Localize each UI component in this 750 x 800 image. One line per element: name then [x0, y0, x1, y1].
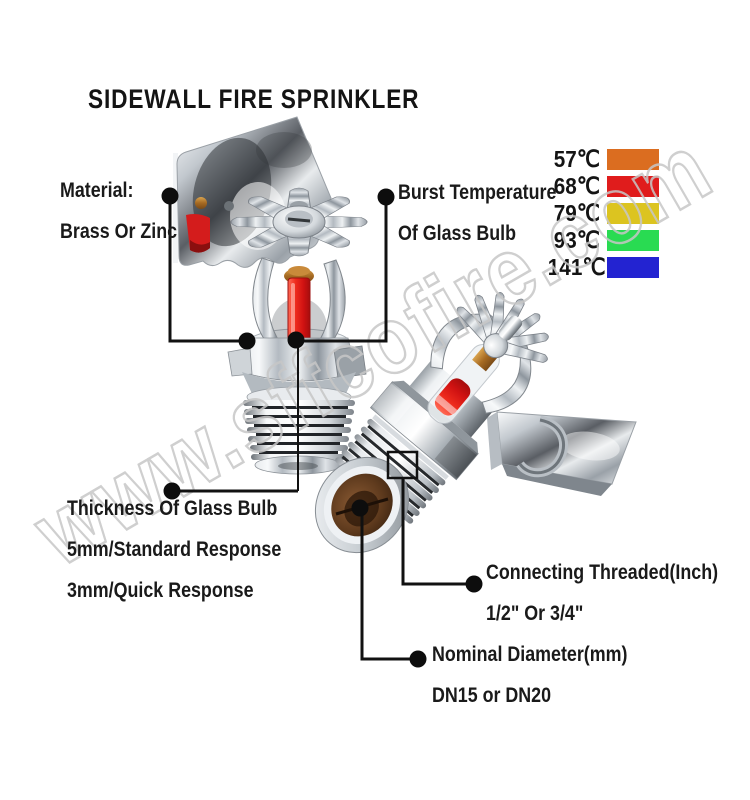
burst-note-line2: Of Glass Bulb — [398, 222, 517, 245]
star-deflector — [230, 187, 368, 257]
thickness-note-line2: 5mm/Standard Response — [67, 538, 282, 561]
bulb-temperature-legend: 57℃ 68℃ 79℃ 93℃ 141℃ — [542, 146, 659, 281]
deflector-screw-slot — [287, 217, 311, 223]
inlet-target-dot — [351, 499, 369, 517]
inlet-face — [314, 456, 410, 554]
burst-callout-line — [299, 197, 388, 343]
glass-bulb — [287, 277, 311, 365]
page-title: SIDEWALL FIRE SPRINKLER — [88, 84, 420, 114]
brass-gasket — [284, 268, 314, 284]
burst-note-line1: Burst Temperature — [398, 181, 557, 204]
angled-body — [335, 291, 549, 524]
connecting-note-line2: 1/2" Or 3/4" — [486, 602, 584, 625]
burst-temperature-note: Burst Temperature Of Glass Bulb — [398, 172, 556, 254]
connecting-dot — [465, 575, 483, 593]
bulb-target-dot — [287, 331, 305, 349]
connecting-callout-line — [401, 478, 474, 586]
angled-threads — [335, 414, 449, 524]
nominal-callout-line — [360, 508, 418, 661]
thickness-note-line1: Thickness Of Glass Bulb — [67, 497, 278, 520]
bulb-reflection — [186, 214, 210, 253]
sprinkler-body — [227, 337, 367, 408]
thread-marker-square — [386, 450, 419, 480]
material-note-line2: Brass Or Zinc — [60, 220, 178, 243]
deflector-boss — [498, 315, 523, 341]
legend-temp-label: 57℃ — [553, 146, 600, 172]
legend-temp-label: 93℃ — [553, 227, 600, 253]
plate-screw — [195, 197, 207, 209]
sprinkler-angled-illustration — [314, 291, 637, 554]
legend-row: 141℃ — [542, 254, 659, 281]
legend-color-swatch — [607, 176, 659, 197]
legend-row: 57℃ — [542, 146, 659, 173]
connecting-note-line1: Connecting Threaded(Inch) — [486, 561, 719, 584]
legend-color-swatch — [607, 149, 659, 170]
burst-dot — [377, 188, 395, 206]
deflector-plate — [173, 116, 332, 268]
sprinkler-upright-illustration — [173, 116, 368, 475]
wrench-boss — [333, 345, 367, 379]
thickness-note-line3: 3mm/Quick Response — [67, 579, 254, 602]
angled-frame-arms — [430, 313, 532, 414]
inlet-slot — [335, 497, 389, 516]
brass-set-screw — [472, 344, 499, 372]
threaded-connection — [243, 400, 355, 475]
legend-row: 93℃ — [542, 227, 659, 254]
material-callout-line — [168, 196, 247, 343]
legend-row: 68℃ — [542, 173, 659, 200]
nominal-diameter-note: Nominal Diameter(mm) DN15 or DN20 — [432, 634, 627, 716]
material-note: Material: Brass Or Zinc — [60, 170, 177, 252]
legend-color-swatch — [607, 230, 659, 251]
fan-deflector — [456, 291, 549, 363]
angled-glass-bulb — [427, 343, 500, 425]
escutcheon-plate — [487, 411, 637, 496]
nominal-note-line1: Nominal Diameter(mm) — [432, 643, 628, 666]
material-note-line1: Material: — [60, 179, 134, 202]
legend-color-swatch — [607, 203, 659, 224]
legend-temp-label: 68℃ — [553, 173, 600, 199]
bulb-thickness-note: Thickness Of Glass Bulb 5mm/Standard Res… — [67, 488, 281, 611]
connecting-thread-note: Connecting Threaded(Inch) 1/2" Or 3/4" — [486, 552, 718, 634]
collar-nut — [369, 380, 479, 481]
nominal-dot — [409, 650, 427, 668]
legend-temp-label: 79℃ — [553, 200, 600, 226]
legend-row: 79℃ — [542, 200, 659, 227]
legend-color-swatch — [607, 257, 659, 278]
nominal-note-line2: DN15 or DN20 — [432, 684, 552, 707]
legend-temp-label: 141℃ — [547, 254, 606, 280]
material-target-dot — [238, 332, 256, 350]
clamp-hook — [516, 415, 569, 478]
frame-arms — [252, 257, 346, 353]
